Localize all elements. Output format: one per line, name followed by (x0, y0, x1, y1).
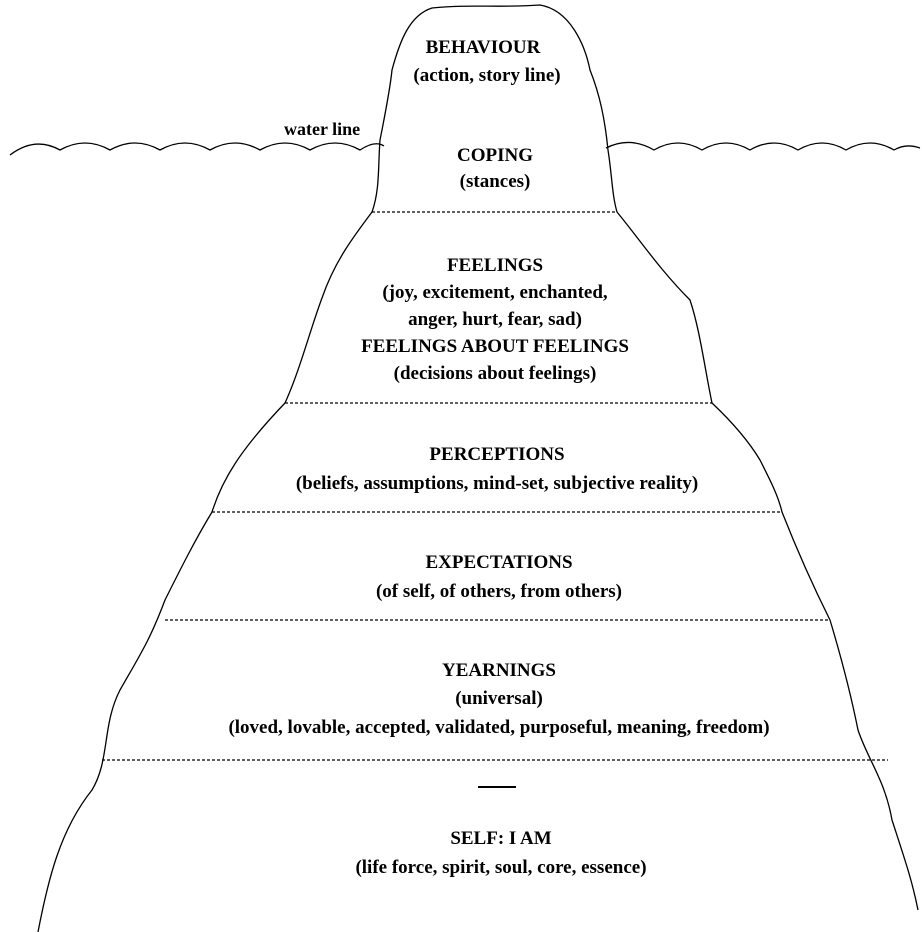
feelings-title: FEELINGS (446, 255, 544, 276)
feelings-line-1: (joy, excitement, enchanted, (382, 282, 608, 303)
feelings-about-feelings-title: FEELINGS ABOUT FEELINGS (361, 336, 629, 357)
yearnings-title: YEARNINGS (441, 660, 557, 681)
behaviour-title: BEHAVIOUR (425, 37, 541, 58)
self-title: SELF: I AM (450, 828, 552, 849)
self-detail: (life force, spirit, soul, core, essence… (355, 857, 647, 878)
perceptions-title: PERCEPTIONS (429, 444, 565, 465)
feelings-about-feelings-detail: (decisions about feelings) (393, 363, 597, 384)
iceberg-outline (37, 4, 919, 932)
yearnings-universal: (universal) (455, 688, 543, 709)
coping-detail: (stances) (459, 171, 531, 192)
water-line-right (605, 141, 921, 151)
expectations-title: EXPECTATIONS (425, 552, 573, 573)
expectations-detail: (of self, of others, from others) (375, 581, 623, 602)
water-line-label: water line (284, 119, 361, 139)
perceptions-detail: (beliefs, assumptions, mind-set, subject… (295, 473, 699, 494)
yearnings-detail: (loved, lovable, accepted, validated, pu… (228, 717, 770, 738)
feelings-line-2: anger, hurt, fear, sad) (408, 309, 582, 330)
coping-title: COPING (457, 145, 533, 166)
behaviour-detail: (action, story line) (413, 65, 561, 86)
water-line-left (9, 142, 385, 156)
